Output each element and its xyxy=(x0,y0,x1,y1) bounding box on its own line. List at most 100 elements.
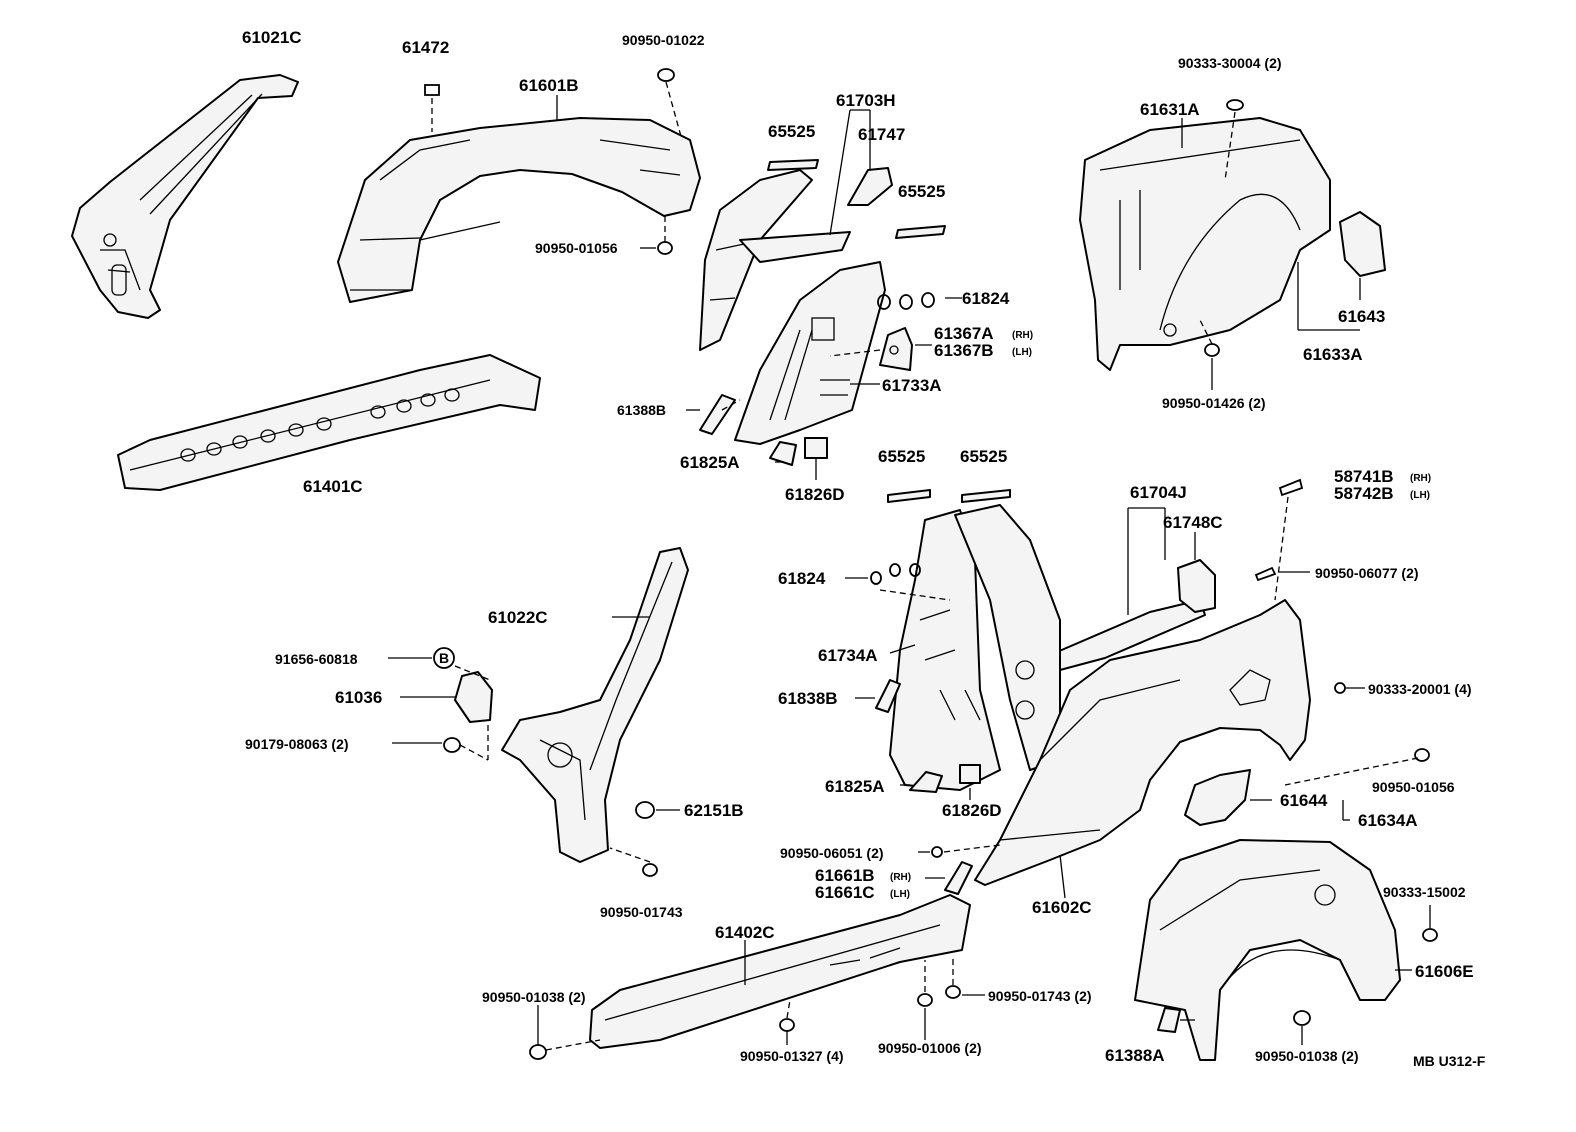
wheelhouse-61631a-drawing xyxy=(1079,117,1331,371)
bracket-61036-drawing xyxy=(454,671,493,723)
part-labels: 61021C 61472 61601B 90950-01022 90950-01… xyxy=(242,28,1486,1069)
clip-90950-01743-shape xyxy=(642,863,658,877)
front-pillar-61021c-drawing xyxy=(71,74,299,319)
label-61036: 61036 xyxy=(335,688,382,707)
label-61824-a: 61824 xyxy=(962,289,1010,308)
holes-61824-mid-shape xyxy=(870,563,921,585)
label-61643: 61643 xyxy=(1338,307,1385,326)
inner-panel-61703h-drawing xyxy=(699,169,851,351)
plug-90333-30004-shape xyxy=(1226,99,1244,111)
clip-90950-06051-shape xyxy=(931,846,943,858)
leader-lines xyxy=(388,81,1431,1051)
label-90950-01038-b: 90950-01038 (2) xyxy=(1255,1048,1359,1064)
bracket-61644-drawing xyxy=(1184,769,1251,826)
label-61644: 61644 xyxy=(1280,791,1328,810)
gusset-61367-drawing xyxy=(879,327,913,371)
label-61733a: 61733A xyxy=(882,376,942,395)
clip-90950-01022-shape xyxy=(657,68,675,82)
label-61704j: 61704J xyxy=(1130,483,1187,502)
label-61388b: 61388B xyxy=(617,402,666,418)
clip-90950-01743-b-shape xyxy=(945,985,961,999)
label-90950-01743-b: 90950-01743 (2) xyxy=(988,988,1092,1004)
tag-61367b-lh: (LH) xyxy=(1012,347,1032,358)
pad-61472-shape xyxy=(424,84,440,96)
small-part-61661-drawing xyxy=(944,861,973,895)
quarter-panel-61601b-drawing xyxy=(337,117,701,303)
label-61606e: 61606E xyxy=(1415,962,1474,981)
label-61838b: 61838B xyxy=(778,689,838,708)
label-90333-20001: 90333-20001 (4) xyxy=(1368,681,1472,697)
label-61602c: 61602C xyxy=(1032,898,1092,917)
label-61631a: 61631A xyxy=(1140,100,1200,119)
clip-90950-01038-shape xyxy=(529,1044,547,1060)
label-61472: 61472 xyxy=(402,38,449,57)
label-61661b: 61661B xyxy=(815,866,875,885)
inner-pillar-61733a-drawing xyxy=(734,261,886,445)
label-61022c: 61022C xyxy=(488,608,548,627)
label-65525-d: 65525 xyxy=(960,447,1007,466)
nut-90179-08063-shape xyxy=(443,737,461,753)
tag-61661b-rh: (RH) xyxy=(890,872,911,883)
tag-58741b-rh: (RH) xyxy=(1410,473,1431,484)
plug-90333-20001-shape xyxy=(1334,682,1346,694)
label-61401c: 61401C xyxy=(303,477,363,496)
label-58742b: 58742B xyxy=(1334,484,1394,503)
label-90950-01038-a: 90950-01038 (2) xyxy=(482,989,586,1005)
label-90950-06051: 90950-06051 (2) xyxy=(780,845,884,861)
label-90333-15002: 90333-15002 xyxy=(1383,884,1466,900)
label-61734a: 61734A xyxy=(818,646,878,665)
label-91656-60818: 91656-60818 xyxy=(275,651,358,667)
holes-61824-top-shape xyxy=(877,292,935,310)
plug-91656-60818-shape xyxy=(433,647,455,669)
clip-90950-06077-shape xyxy=(1254,566,1277,582)
tag-58742b-lh: (LH) xyxy=(1410,490,1430,501)
label-61367a: 61367A xyxy=(934,324,994,343)
label-90950-06077: 90950-06077 (2) xyxy=(1315,565,1419,581)
clip-90950-01426-shape xyxy=(1204,343,1220,357)
label-90950-01327: 90950-01327 (4) xyxy=(740,1048,844,1064)
small-parts-mid-drawing xyxy=(875,679,981,793)
clip-90950-01006-shape xyxy=(917,993,933,1007)
tag-61367a-rh: (RH) xyxy=(1012,330,1033,341)
label-61402c: 61402C xyxy=(715,923,775,942)
label-90950-01022: 90950-01022 xyxy=(622,32,705,48)
bracket-61747-drawing xyxy=(847,167,893,206)
rear-quarter-61602c-drawing xyxy=(974,599,1311,886)
label-61601b: 61601B xyxy=(519,76,579,95)
plug-90333-15002-shape xyxy=(1422,928,1438,942)
drawing-code: MB U312-F xyxy=(1413,1053,1486,1069)
label-65525-b: 65525 xyxy=(898,182,945,201)
label-61661c: 61661C xyxy=(815,883,875,902)
label-90950-01743-a: 90950-01743 xyxy=(600,904,683,920)
label-61825a-a: 61825A xyxy=(680,453,740,472)
label-61826d-a: 61826D xyxy=(785,485,845,504)
rear-inner-pillar-drawing xyxy=(889,504,1061,791)
rear-rocker-61402c-drawing xyxy=(589,894,971,1049)
label-61824-b: 61824 xyxy=(778,569,826,588)
label-61388a: 61388A xyxy=(1105,1046,1165,1065)
small-part-61388a-drawing xyxy=(1157,1007,1181,1033)
label-61633a: 61633A xyxy=(1303,345,1363,364)
label-62151b: 62151B xyxy=(684,801,744,820)
label-61748c: 61748C xyxy=(1163,513,1223,532)
label-90950-01056-b: 90950-01056 xyxy=(1372,779,1455,795)
lower-wheelhouse-61606e-drawing xyxy=(1134,839,1401,1061)
label-90333-30004: 90333-30004 (2) xyxy=(1178,55,1282,71)
label-90950-01006: 90950-01006 (2) xyxy=(878,1040,982,1056)
rocker-panel-61401c-drawing xyxy=(117,354,541,491)
rear-pillar-61022c-drawing xyxy=(501,547,689,863)
label-65525-c: 65525 xyxy=(878,447,925,466)
label-61634a: 61634A xyxy=(1358,811,1418,830)
tag-61661c-lh: (LH) xyxy=(890,889,910,900)
pads-65525-drawing xyxy=(767,159,1011,503)
label-90950-01056-a: 90950-01056 xyxy=(535,240,618,256)
label-61367b: 61367B xyxy=(934,341,994,360)
clip-90950-01056-b-shape xyxy=(1414,748,1430,762)
label-90179-08063: 90179-08063 (2) xyxy=(245,736,349,752)
pad-58741b-shape xyxy=(1278,478,1304,497)
clip-90950-01056-shape xyxy=(657,241,673,255)
label-90950-01426: 90950-01426 (2) xyxy=(1162,395,1266,411)
label-61747: 61747 xyxy=(858,125,905,144)
label-61703h: 61703H xyxy=(836,91,896,110)
